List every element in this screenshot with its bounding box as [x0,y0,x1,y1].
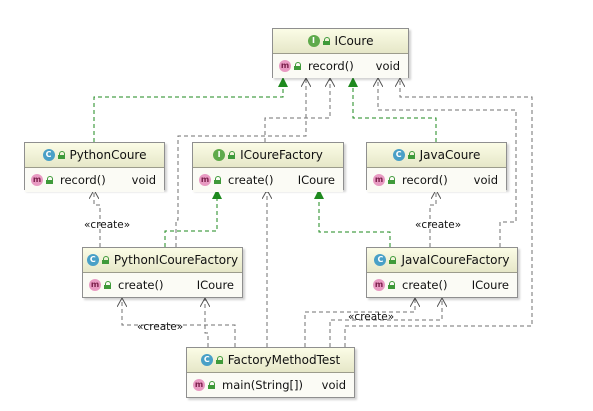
lock-icon [228,151,236,159]
class-pythoncoure-header: C PythonCoure [25,143,164,168]
interface-icon: I [213,149,226,161]
class-factorymethodtest[interactable]: C FactoryMethodTest m main(String[]) voi… [186,347,355,398]
edge-test-creates-javafactory [304,298,415,347]
lock-icon [407,151,415,159]
class-name: PythonCoure [69,148,147,162]
return-type: ICoure [297,173,335,187]
edge-pythoncoure-implements-icoure [93,77,288,142]
return-type: void [473,173,498,187]
edge-pythonfactory-implements-icourefactory [164,189,222,247]
method-row: m create() ICoure [367,273,517,297]
edge-javafactory-creates-javacoure [429,190,436,247]
return-type: ICoure [196,278,234,292]
method-icon: m [373,174,385,186]
class-javaicourefactory[interactable]: C JavaICoureFactory m create() ICoure [366,247,518,298]
class-pythonicourefactory[interactable]: C PythonICoureFactory m create() ICoure [82,247,243,298]
edge-javacoure-implements-icoure [348,77,437,142]
class-pythonicourefactory-header: C PythonICoureFactory [83,248,242,273]
class-factorymethodtest-header: C FactoryMethodTest [187,348,354,373]
return-type: ICoure [471,278,509,292]
edge-pythonfactory-uses-icoure [175,78,306,247]
lock-icon [388,176,395,184]
class-pythoncoure[interactable]: C PythonCoure m record() void [24,142,165,192]
edge-javafactory-implements-icourefactory [314,189,391,247]
method-name: create() [402,278,448,292]
lock-icon [388,281,395,289]
method-row: m record() void [367,168,506,192]
lock-icon [215,356,223,364]
edge-javafactory-uses-icoure [378,78,517,247]
class-name: ICoureFactory [240,148,323,162]
method-name: create() [228,173,274,187]
lock-icon [322,37,330,45]
method-icon: m [279,60,291,72]
class-name: JavaICoureFactory [401,253,510,267]
create-label-test-right: «create» [348,311,395,323]
lock-icon [294,62,301,70]
method-row: m record() void [273,54,408,78]
edge-test-creates-javafactory-2 [329,298,442,347]
class-icourefactory-header: I ICoureFactory [193,143,343,168]
method-icon: m [89,279,101,291]
method-row: m main(String[]) void [187,373,354,397]
class-javacoure[interactable]: C JavaCoure m record() void [366,142,507,192]
method-name: main(String[]) [222,378,303,392]
interface-icon: I [307,35,320,47]
class-icoure-header: I ICoure [273,29,408,54]
lock-icon [208,381,215,389]
class-icon: C [200,354,213,366]
class-javacoure-header: C JavaCoure [367,143,506,168]
return-type: void [131,173,156,187]
edge-test-creates-pythonfactory-2 [205,298,208,347]
create-label-java: «create» [415,219,462,231]
class-icourefactory[interactable]: I ICoureFactory m create() ICoure [192,142,344,192]
edge-icourefactory-uses-icoure [264,78,330,142]
class-icon: C [392,149,405,161]
create-label-python: «create» [84,219,131,231]
method-row: m create() ICoure [83,273,242,297]
method-row: m record() void [25,168,164,192]
lock-icon [104,281,111,289]
create-label-test-left: «create» [137,321,184,333]
class-icon: C [86,254,99,266]
lock-icon [46,176,53,184]
edge-test-uses-icoure [344,78,533,347]
method-row: m create() ICoure [193,168,343,192]
class-javaicourefactory-header: C JavaICoureFactory [367,248,517,273]
method-icon: m [373,279,385,291]
lock-icon [214,176,221,184]
method-icon: m [31,174,43,186]
method-name: create() [118,278,164,292]
lock-icon [389,256,397,264]
method-name: record() [402,173,448,187]
class-icon: C [42,149,55,161]
method-name: record() [60,173,106,187]
edge-pythonfactory-creates-pythoncoure [94,190,101,247]
class-icon: C [374,254,387,266]
edge-test-creates-pythonfactory [122,298,236,347]
class-name: ICoure [334,34,374,48]
class-name: PythonICoureFactory [113,253,239,267]
lock-icon [57,151,65,159]
return-type: void [375,59,400,73]
class-name: FactoryMethodTest [227,353,341,367]
lock-icon [101,256,109,264]
class-name: JavaCoure [419,148,481,162]
method-icon: m [199,174,211,186]
method-icon: m [193,379,205,391]
return-type: void [321,378,346,392]
method-name: record() [308,59,354,73]
class-icoure[interactable]: I ICoure m record() void [272,28,409,78]
